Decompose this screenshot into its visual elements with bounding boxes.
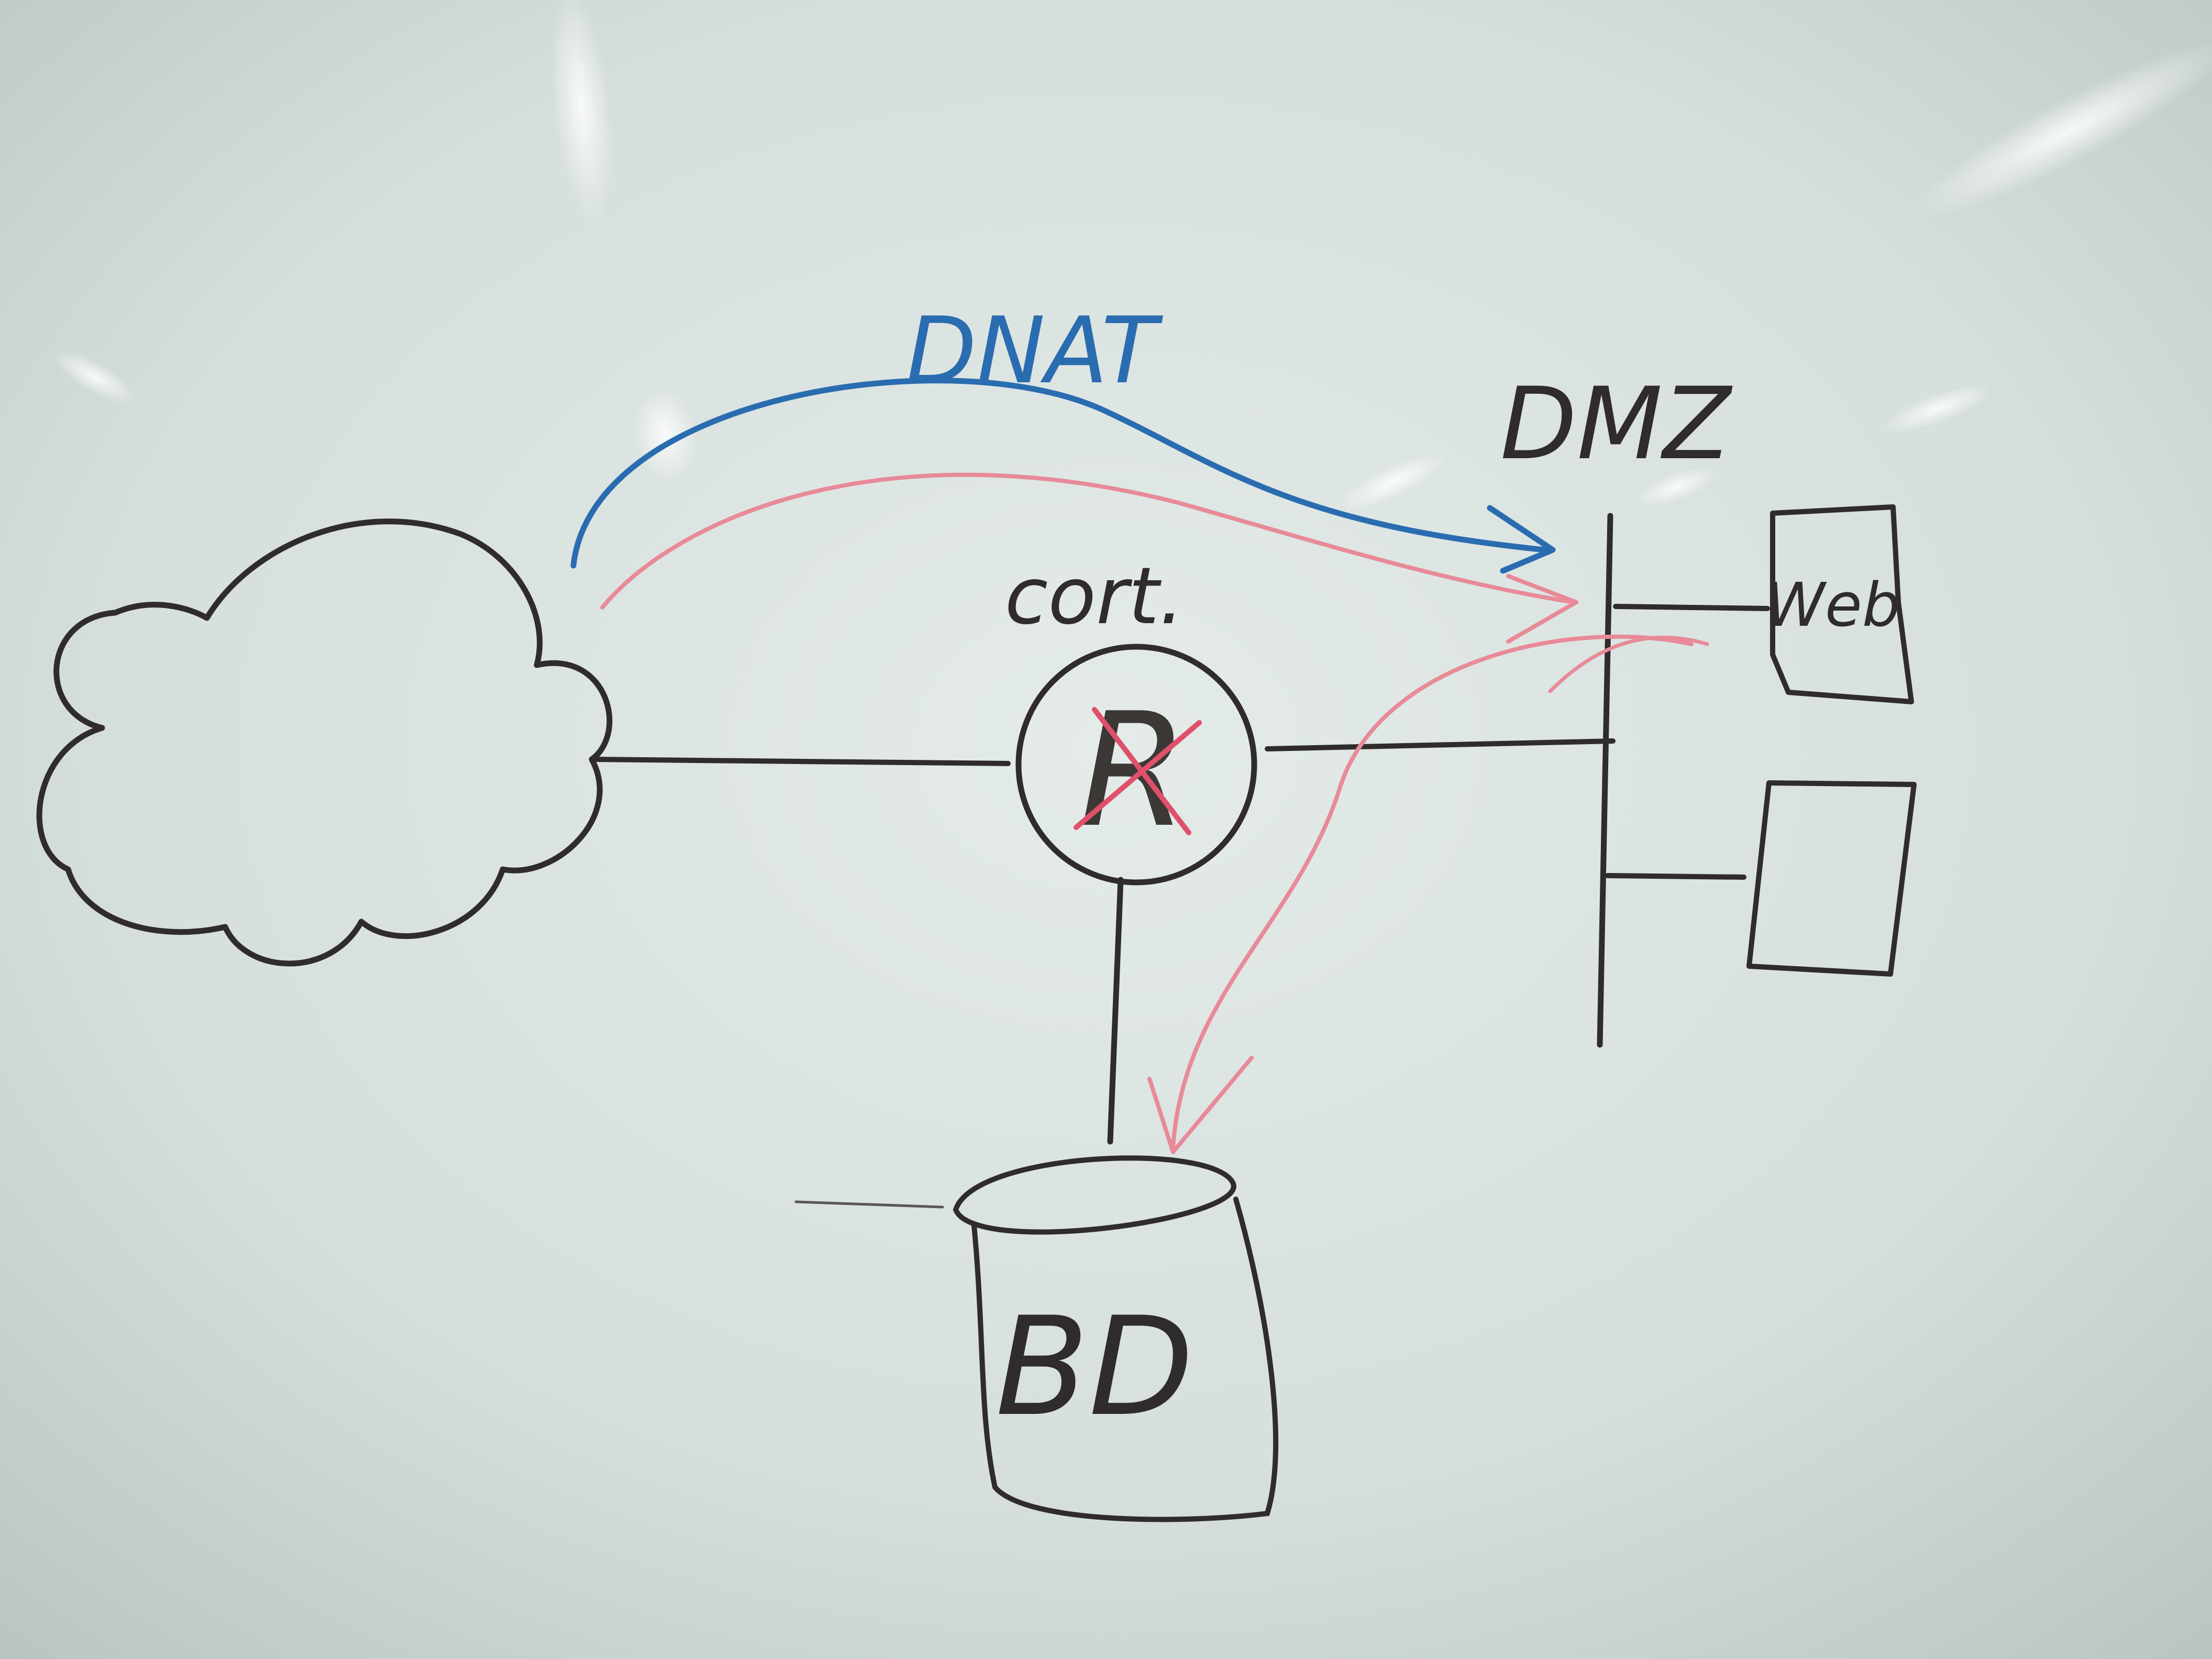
dmz-label: DMZ	[1500, 366, 1733, 482]
dnat-arrow	[570, 378, 1548, 569]
dmz-bus-line	[1597, 513, 1613, 1048]
dmz-server-box	[1746, 780, 1917, 977]
cloud-to-firewall-link	[589, 757, 1011, 766]
red-arrow-to-database	[1171, 634, 1694, 1149]
stray-marker-stroke	[794, 1200, 944, 1209]
router-symbol-label: R	[1079, 679, 1188, 862]
internet-cloud-shape	[36, 518, 613, 967]
dnat-label: DNAT	[906, 298, 1164, 404]
firewall-router-circle	[1015, 644, 1257, 886]
dmz-to-web-link	[1613, 604, 1770, 611]
firewall-label: cort.	[1005, 551, 1184, 642]
web-server-label: Web	[1765, 570, 1900, 640]
web-server-box	[1770, 504, 1914, 704]
red-arrow-to-dmz-head	[1506, 574, 1578, 644]
dnat-arrowhead	[1487, 505, 1556, 574]
firewall-to-dmz-link	[1265, 738, 1616, 751]
firewall-to-database-link	[1107, 877, 1124, 1145]
router-cross-mark	[1074, 707, 1202, 835]
database-label: BD	[996, 1288, 1194, 1446]
dmz-to-server2-link	[1605, 873, 1746, 880]
red-arrow-to-database-head	[1147, 1056, 1254, 1154]
light-reflections	[52, 0, 2212, 510]
red-arrow-from-web	[1548, 635, 1709, 693]
database-cylinder	[953, 1155, 1279, 1522]
red-arrow-to-dmz	[600, 472, 1576, 610]
